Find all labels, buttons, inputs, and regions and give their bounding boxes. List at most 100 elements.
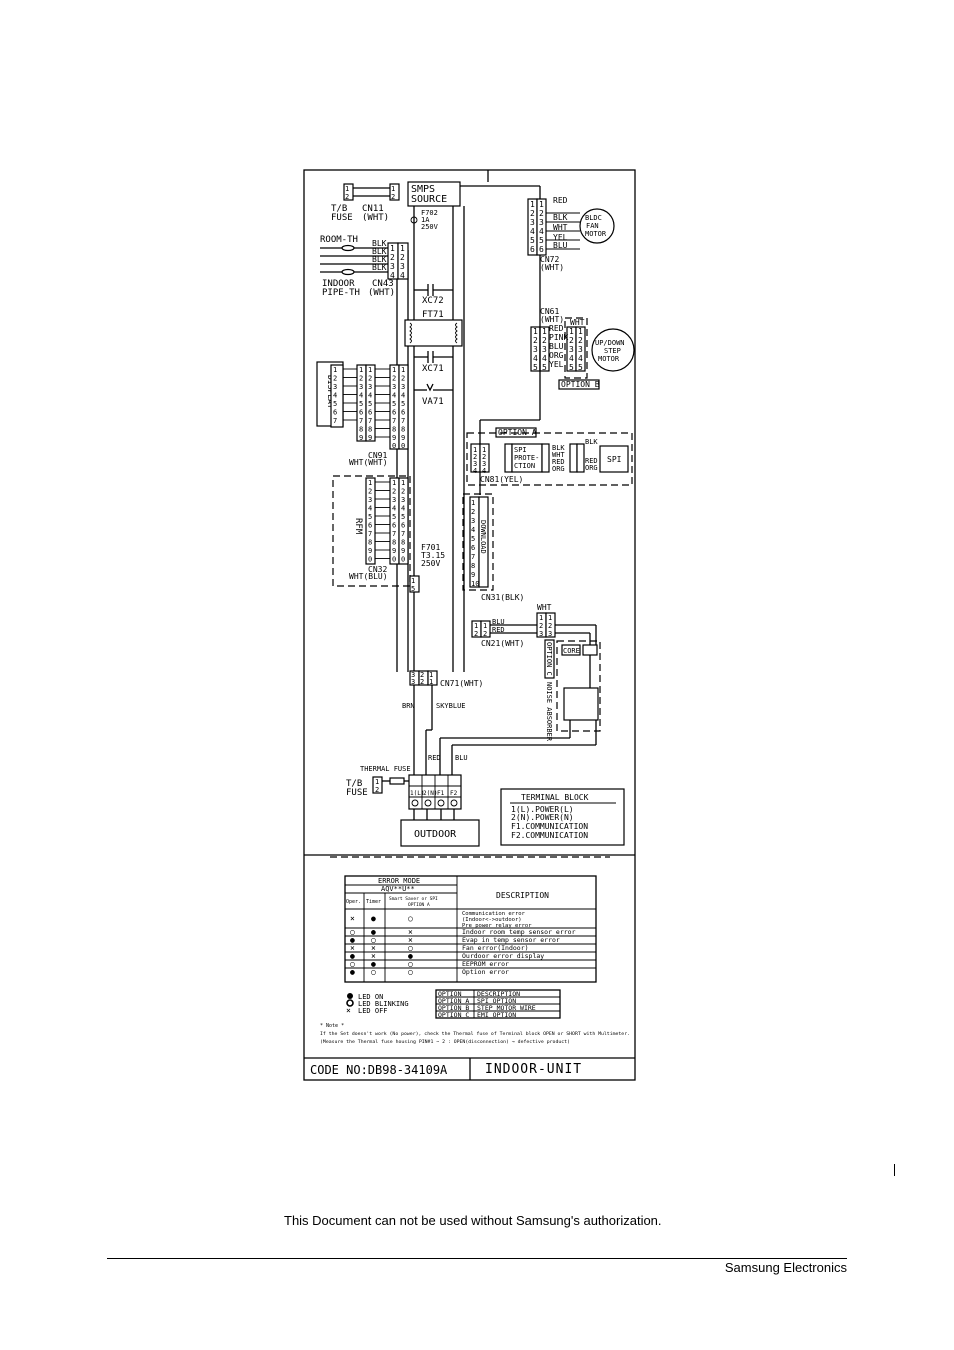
pin-number: 4 [530, 227, 535, 236]
svg-text:2: 2 [539, 622, 543, 630]
pin-number: 8 [401, 426, 405, 434]
svg-text:2: 2 [474, 630, 478, 638]
svg-text:3: 3 [482, 460, 486, 468]
svg-text:2: 2 [420, 678, 424, 686]
pin-number: 2 [392, 488, 396, 496]
pin-number: 3 [333, 383, 337, 391]
svg-text:WHT(BLU): WHT(BLU) [349, 572, 388, 581]
svg-text:WHT: WHT [553, 223, 568, 232]
pin-number: 5 [578, 363, 583, 372]
svg-text:F1.COMMUNICATION: F1.COMMUNICATION [511, 822, 588, 831]
pin-number: 9 [471, 571, 475, 579]
pin-number: 4 [359, 392, 363, 400]
pin-number: 3 [578, 345, 583, 354]
cn81-label: CN81(YEL) [480, 475, 523, 484]
svg-text:OPTION A: OPTION A [408, 902, 430, 908]
svg-text:PROTE-: PROTE- [514, 454, 539, 462]
spi-module [599, 445, 629, 473]
svg-text:WHT(WHT): WHT(WHT) [349, 458, 388, 467]
svg-text:1: 1 [482, 446, 486, 454]
pin-number: 6 [401, 409, 405, 417]
status-oper: ● [350, 936, 355, 945]
svg-text:(WHT): (WHT) [362, 213, 389, 223]
svg-text:BLK: BLK [372, 247, 387, 256]
svg-text:1: 1 [483, 622, 487, 630]
svg-text:1: 1 [473, 446, 477, 454]
status-timer: ● [371, 914, 376, 923]
svg-text:BLK: BLK [552, 444, 565, 452]
pin-number: 9 [359, 434, 363, 442]
note-line-2: (Measure the Thermal fuse housing PIN#1 … [320, 1039, 570, 1045]
pin-number: 4 [392, 505, 396, 513]
pin-number: 6 [368, 522, 372, 530]
pin-number: 5 [533, 363, 538, 372]
pin-number: 3 [401, 496, 405, 504]
svg-text:1: 1 [548, 614, 552, 622]
pin-number: 4 [578, 354, 583, 363]
error-description: Indoor room temp sensor error [462, 928, 576, 936]
svg-text:BLK: BLK [372, 255, 387, 264]
svg-text:OPTION B: OPTION B [438, 1004, 469, 1012]
svg-text:ORG: ORG [552, 465, 565, 473]
svg-text:3: 3 [400, 262, 405, 271]
pin-number: 7 [368, 417, 372, 425]
pin-number: 2 [401, 488, 405, 496]
pin-number: 5 [569, 363, 574, 372]
pin-number: 2 [471, 508, 475, 516]
pin-number: 8 [471, 562, 475, 570]
pin-number: 7 [471, 553, 475, 561]
svg-text:BLK: BLK [553, 213, 568, 222]
svg-text:OPTION B: OPTION B [561, 380, 600, 389]
pin-number: 3 [368, 496, 372, 504]
svg-text:CORE: CORE [563, 647, 580, 655]
svg-text:F2: F2 [450, 790, 458, 797]
spi-option-box [466, 432, 633, 486]
note-title: * Note * [320, 1023, 344, 1029]
pin-number: 7 [392, 417, 396, 425]
pin-number: 5 [368, 400, 372, 408]
pin-number: 4 [533, 354, 538, 363]
pin-number: 6 [530, 245, 535, 254]
svg-text:2: 2 [548, 622, 552, 630]
svg-text:YEL: YEL [553, 233, 568, 242]
svg-text:OUTDOOR: OUTDOOR [414, 829, 457, 840]
pin-number: 9 [368, 547, 372, 555]
pin-number: 1 [569, 327, 574, 336]
pin-number: 1 [401, 479, 405, 487]
ft71-label: FT71 [422, 310, 444, 320]
rfm-box [332, 475, 411, 587]
pin-number: 10 [471, 580, 479, 588]
svg-text:BLU: BLU [492, 618, 505, 626]
outdoor-box [400, 819, 480, 847]
svg-text:BRN: BRN [402, 702, 415, 710]
svg-text:SKYBLUE: SKYBLUE [436, 702, 466, 710]
xc72-label: XC72 [422, 296, 444, 306]
pin-number: 7 [392, 530, 396, 538]
cn21-label: CN21(WHT) [481, 639, 524, 648]
pin-number: 5 [333, 400, 337, 408]
pin-number: 7 [333, 417, 337, 425]
pin-number: 2 [542, 336, 547, 345]
svg-text:3: 3 [473, 460, 477, 468]
pin-number: 9 [392, 434, 396, 442]
error-mode-table: ERROR MODE AQV**U** DESCRIPTION Oper. Ti… [344, 875, 597, 983]
status-timer: ● [371, 960, 376, 969]
svg-text:Timer: Timer [366, 899, 381, 905]
svg-text:BLK: BLK [585, 438, 598, 446]
svg-text:4: 4 [473, 467, 477, 475]
status-smart: ● [408, 952, 413, 961]
svg-text:1(L): 1(L) [410, 790, 424, 797]
pin-number: 2 [539, 209, 544, 218]
cn11-label: CN11 [362, 204, 384, 214]
svg-text:LED BLINKING: LED BLINKING [358, 1000, 409, 1008]
svg-text:STEP MOTOR WIRE: STEP MOTOR WIRE [477, 1004, 536, 1012]
pin-number: 9 [392, 547, 396, 555]
svg-text:DESCRIPTION: DESCRIPTION [496, 891, 549, 900]
pin-number: 8 [392, 426, 396, 434]
svg-text:Oper.: Oper. [346, 899, 361, 905]
pin-number: 3 [533, 345, 538, 354]
pin-number: 6 [539, 245, 544, 254]
svg-text:RED: RED [552, 458, 565, 466]
pin-number: 1 [359, 366, 363, 374]
